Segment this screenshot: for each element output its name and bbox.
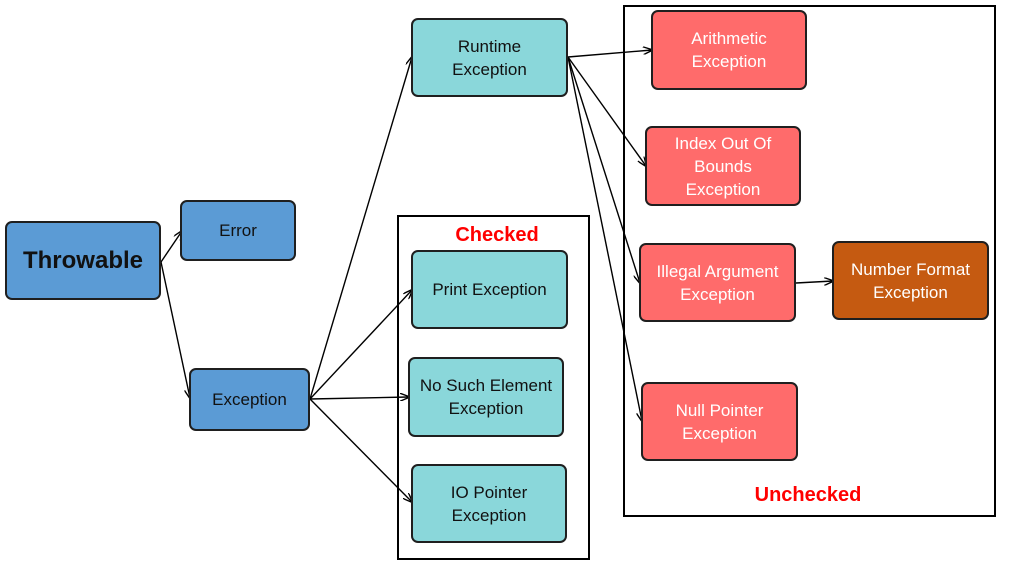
- runtime-exception-node: Runtime Exception: [411, 18, 568, 97]
- arithmetic-exception-node: Arithmetic Exception: [651, 10, 807, 90]
- edge-throwable-to-error: [160, 231, 182, 263]
- checked-group-label: Checked: [455, 224, 539, 246]
- unchecked-group: [623, 5, 996, 517]
- edge-runtime-to-null_pointer: [567, 56, 642, 421]
- edge-throwable-to-exception: [160, 261, 190, 398]
- edge-exception-to-io_pointer: [309, 398, 412, 502]
- edge-runtime-to-illegal_argument: [567, 56, 640, 283]
- unchecked-group-label: Unchecked: [754, 484, 862, 506]
- throwable-node: Throwable: [5, 221, 161, 300]
- null-pointer-exception-node: Null Pointer Exception: [641, 382, 798, 461]
- no-such-element-exception-node: No Such Element Exception: [408, 357, 564, 437]
- illegal-argument-exception-node: Illegal Argument Exception: [639, 243, 796, 322]
- print-exception-node: Print Exception: [411, 250, 568, 329]
- error-node: Error: [180, 200, 296, 261]
- edge-illegal_argument-to-number_format: [795, 281, 833, 283]
- edge-exception-to-no_such_element: [309, 397, 409, 399]
- edge-exception-to-print: [309, 290, 412, 400]
- exception-node: Exception: [189, 368, 310, 431]
- edge-runtime-to-index_out_of_bounds: [567, 56, 646, 166]
- number-format-exception-node: Number Format Exception: [832, 241, 989, 320]
- edge-exception-to-runtime: [309, 57, 412, 400]
- io-pointer-exception-node: IO Pointer Exception: [411, 464, 567, 543]
- edge-runtime-to-arithmetic: [567, 50, 652, 58]
- checked-group: [397, 215, 590, 560]
- index-out-of-bounds-exception-node: Index Out Of Bounds Exception: [645, 126, 801, 206]
